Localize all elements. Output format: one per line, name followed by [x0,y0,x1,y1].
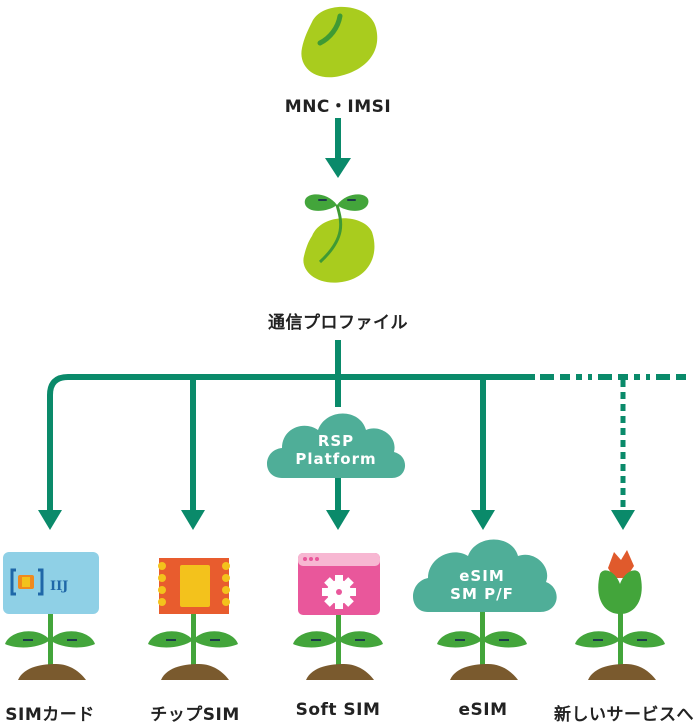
sim-card-plant: IIJ [3,552,99,680]
chip-sim-plant [148,558,238,680]
branch-lines [47,340,690,510]
branch-label-esim: eSIM [458,700,508,720]
bean-seed-icon [301,6,378,78]
branch-label-sim-card: SIMカード [5,705,95,725]
rsp-label-line2: Platform [295,450,377,468]
rsp-platform-label: RSP Platform [295,432,376,468]
esim-cloud-line2: SM P/F [450,585,514,603]
esim-plant [413,539,557,680]
gear-icon [322,575,356,609]
branch-arrowheads [38,510,635,530]
tulip-plant [575,550,665,680]
rsp-label-line1: RSP [317,432,355,450]
rsp-platform-cloud-icon [267,413,406,478]
branch-label-soft-sim: Soft SIM [295,700,381,720]
arrowhead-esim [471,510,495,530]
seed-label: MNC・IMSI [284,97,392,117]
arrow-seed-to-profile [325,118,351,178]
iij-logo-text: IIJ [50,579,68,594]
arrowhead-new-service [611,510,635,530]
arrowhead-sim-card [38,510,62,530]
branch-label-new-service: 新しいサービスへ [554,705,694,725]
profile-label: 通信プロファイル [268,313,408,333]
sprout-icon [303,194,375,283]
arrowhead-soft-sim [326,510,350,530]
soft-sim-plant [293,553,383,680]
arrowhead-chip-sim [181,510,205,530]
esim-cloud-line1: eSIM [459,567,505,585]
esim-cloud-label: eSIM SM P/F [450,567,514,603]
branch-label-chip-sim: チップSIM [150,705,240,725]
